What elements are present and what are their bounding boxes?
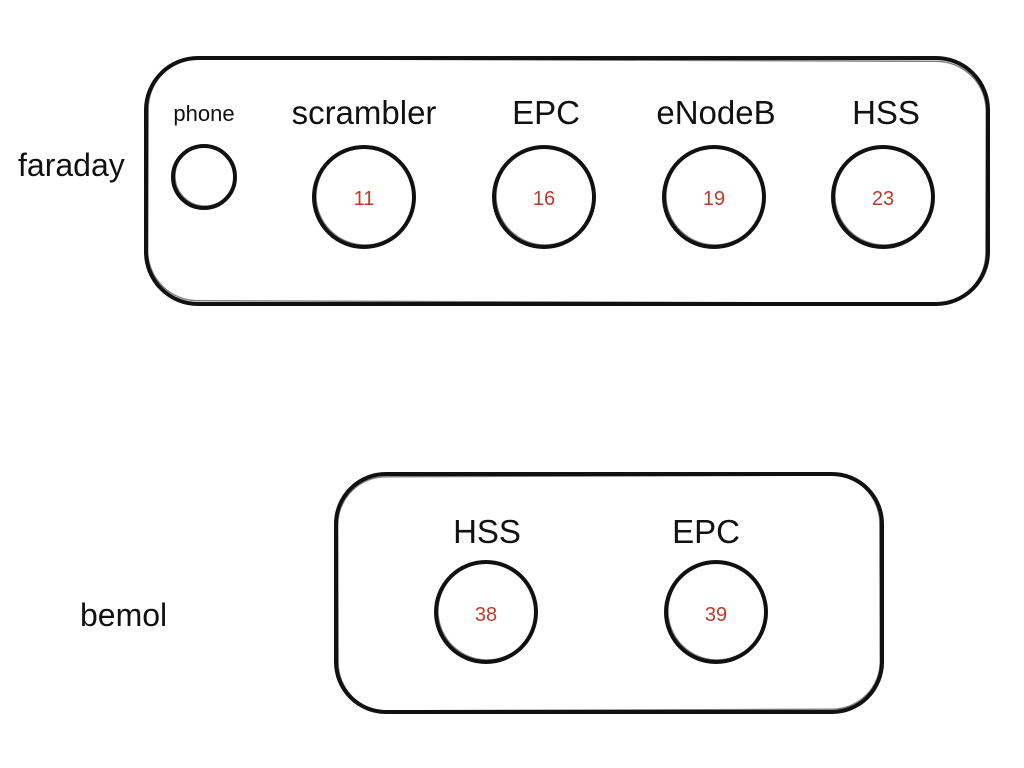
node-id-epc-bemol: 39: [705, 604, 727, 626]
node-epc-bemol: EPC 39: [664, 513, 768, 664]
node-label-phone: phone: [173, 101, 234, 126]
node-label-epc-bemol: EPC: [672, 513, 740, 550]
node-label-enodeb: eNodeB: [656, 94, 775, 131]
node-label-hss-faraday: HSS: [852, 94, 920, 131]
host-bemol: bemol HSS 38 EPC 39: [80, 472, 884, 714]
node-label-epc-faraday: EPC: [512, 94, 580, 131]
node-enodeb: eNodeB 19: [656, 94, 776, 249]
node-id-hss-bemol: 38: [475, 604, 497, 626]
host-label-bemol: bemol: [80, 597, 167, 633]
node-epc-faraday: EPC 16: [492, 94, 596, 249]
node-id-hss-faraday: 23: [872, 188, 894, 210]
host-box-faraday: [144, 56, 990, 306]
node-id-epc-faraday: 16: [533, 188, 555, 210]
host-box-bemol: [334, 472, 884, 714]
node-id-scrambler: 11: [354, 188, 375, 210]
node-circle-phone: [171, 144, 237, 210]
node-id-enodeb: 19: [703, 188, 725, 210]
host-label-faraday: faraday: [18, 147, 125, 183]
host-faraday: faraday phone scrambler 11 EPC 16 eNod: [18, 56, 990, 306]
node-phone: phone: [171, 101, 237, 210]
node-hss-bemol: HSS 38: [434, 513, 538, 664]
node-label-hss-bemol: HSS: [453, 513, 521, 550]
node-label-scrambler: scrambler: [292, 94, 437, 131]
node-scrambler: scrambler 11: [292, 94, 437, 249]
node-hss-faraday: HSS 23: [831, 94, 935, 249]
